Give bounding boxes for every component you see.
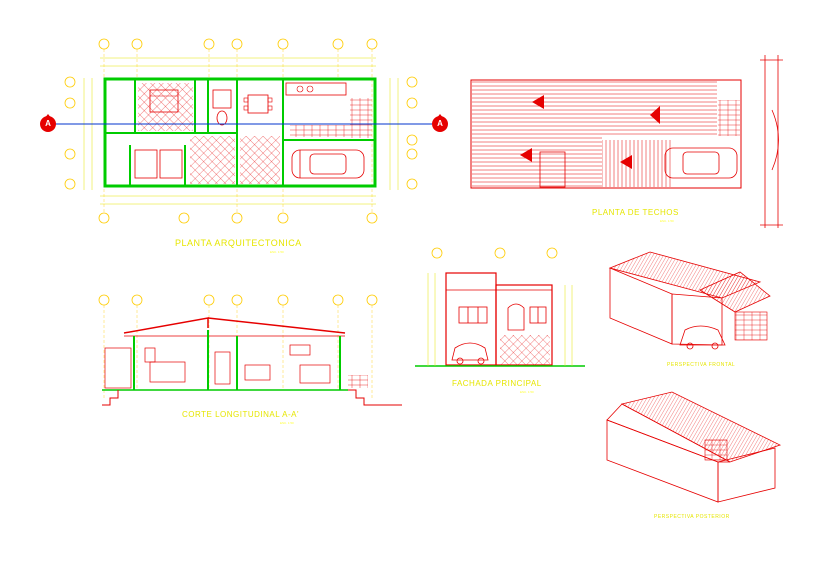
plan-axis-bubbles-bottom	[98, 212, 378, 224]
persp-front-title: PERSPECTIVA FRONTAL	[667, 362, 736, 368]
plan-tile-floor-1	[138, 83, 193, 131]
plan-axis-bubbles-top	[98, 38, 378, 50]
section-title: CORTE LONGITUDINAL A-A'	[182, 410, 300, 419]
plan-car	[291, 149, 365, 179]
roof-plan	[470, 55, 783, 228]
section-roof-right	[207, 317, 346, 334]
persp-front-roof-right	[699, 271, 771, 313]
plan-brick-pattern	[350, 98, 372, 138]
section-furniture	[144, 344, 331, 385]
plan-scale: ESC. 1:50	[270, 250, 284, 254]
plan-bed-3	[159, 149, 183, 179]
section-steps-left	[102, 390, 119, 406]
perspective-front	[608, 251, 771, 350]
persp-rear-roof	[620, 391, 782, 463]
facade-garden-wall	[500, 335, 550, 365]
roof-brick-area	[718, 100, 740, 136]
section-marker-left	[40, 114, 56, 132]
plan-bed-1	[149, 89, 179, 113]
plan-bed-2	[134, 149, 158, 179]
persp-rear-title: PERSPECTIVA POSTERIOR	[654, 514, 730, 520]
plan-kitchen-counter	[285, 82, 347, 96]
roof-title: PLANTA DE TECHOS	[592, 208, 679, 217]
plan-bath-fixture	[212, 89, 232, 109]
facade-windows	[458, 306, 547, 324]
section-scale: ESC. 1:50	[280, 421, 294, 425]
roof-garage-area	[602, 140, 672, 187]
persp-front-car	[679, 325, 726, 350]
facade-title: FACHADA PRINCIPAL	[452, 379, 542, 388]
roof-scale: ESC. 1:50	[660, 219, 674, 223]
facade-scale: ESC. 1:50	[520, 390, 534, 394]
plan-kitchen-tiles	[290, 125, 350, 137]
perspective-rear	[606, 391, 782, 503]
plan-dimension-lines	[83, 57, 399, 205]
floor-plan	[40, 38, 448, 224]
roof-plane-left-bottom	[472, 136, 602, 187]
section-marker-right-label: A	[437, 119, 443, 128]
facade-car	[451, 342, 489, 365]
roof-side-elevation	[760, 55, 783, 228]
section-marker-right	[432, 114, 448, 132]
plan-title: PLANTA ARQUITECTONICA	[175, 238, 302, 248]
plan-tile-floor-3	[240, 136, 280, 184]
longitudinal-section	[98, 294, 402, 406]
roof-plane-left-top	[472, 81, 612, 136]
plan-tile-floor-2	[190, 136, 235, 184]
section-marker-left-label: A	[45, 119, 51, 128]
section-steps-right	[348, 389, 402, 406]
plan-dining-table	[247, 94, 269, 114]
roof-car	[664, 147, 738, 179]
section-walls	[133, 330, 341, 390]
facade-door	[507, 303, 525, 331]
facade-left-block	[445, 272, 497, 366]
main-facade	[415, 247, 585, 367]
section-roof-left	[123, 317, 209, 334]
section-axis-bubbles	[98, 294, 378, 306]
roof-slope-arrows	[520, 95, 660, 169]
roof-plane-right	[612, 81, 717, 136]
plan-axis-bubbles-side	[64, 76, 418, 190]
